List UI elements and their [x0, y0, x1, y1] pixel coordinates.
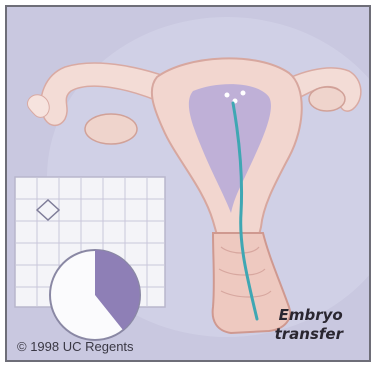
clock-icon [50, 250, 140, 340]
right-ovary [309, 87, 345, 111]
copyright-text: © 1998 UC Regents [17, 339, 134, 354]
caption-line-2: transfer [275, 325, 343, 344]
left-ovary [85, 114, 137, 144]
caption-line-1: Embryo [275, 306, 343, 325]
caption: Embryo transfer [275, 306, 343, 344]
image-frame: Embryo transfer © 1998 UC Regents [5, 5, 371, 362]
